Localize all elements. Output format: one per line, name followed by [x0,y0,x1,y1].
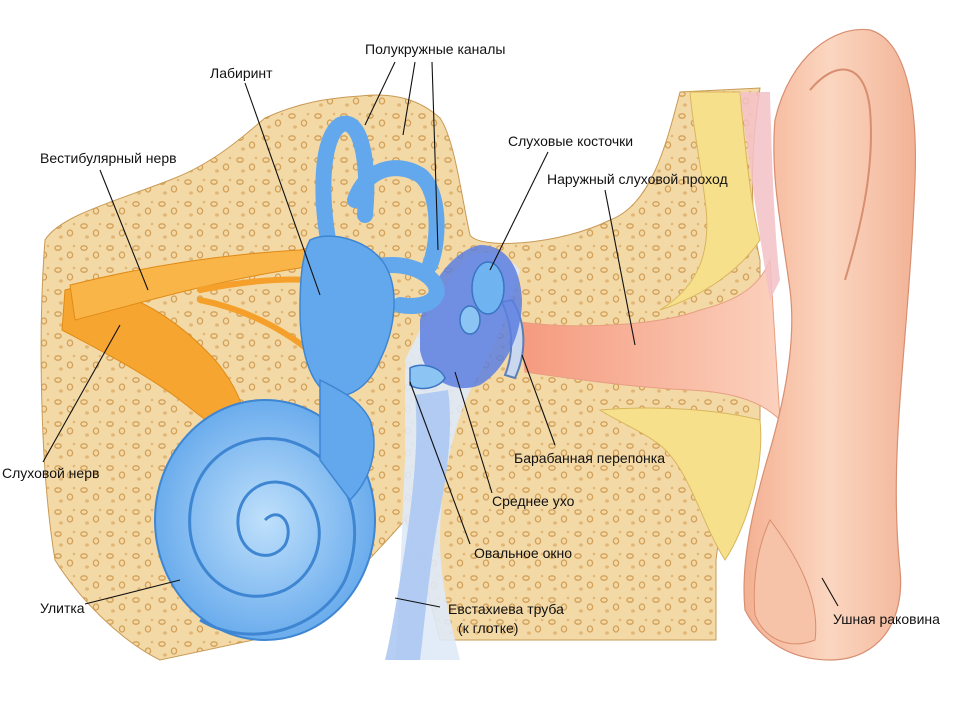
label-semicircular-canals: Полукружные каналы [365,41,505,57]
label-external-canal: Наружный слуховой проход [547,171,728,187]
label-oval-window: Овальное окно [474,545,572,561]
label-auricle: Ушная раковина [833,611,940,627]
label-auditory-nerve: Слуховой нерв [2,465,99,481]
label-eardrum: Барабанная перепонка [514,450,665,466]
label-middle-ear: Среднее ухо [492,493,575,509]
label-cochlea: Улитка [40,600,85,616]
ossicle-incus [460,306,480,334]
label-eustachian-tube: Евстахиева труба [448,601,564,617]
ossicle-malleus [472,262,504,314]
label-eustachian-tube-sub: (к глотке) [458,620,518,636]
label-labyrinth: Лабиринт [210,65,273,81]
label-vestibular-nerve: Вестибулярный нерв [40,150,177,166]
label-auditory-ossicles: Слуховые косточки [508,133,633,149]
